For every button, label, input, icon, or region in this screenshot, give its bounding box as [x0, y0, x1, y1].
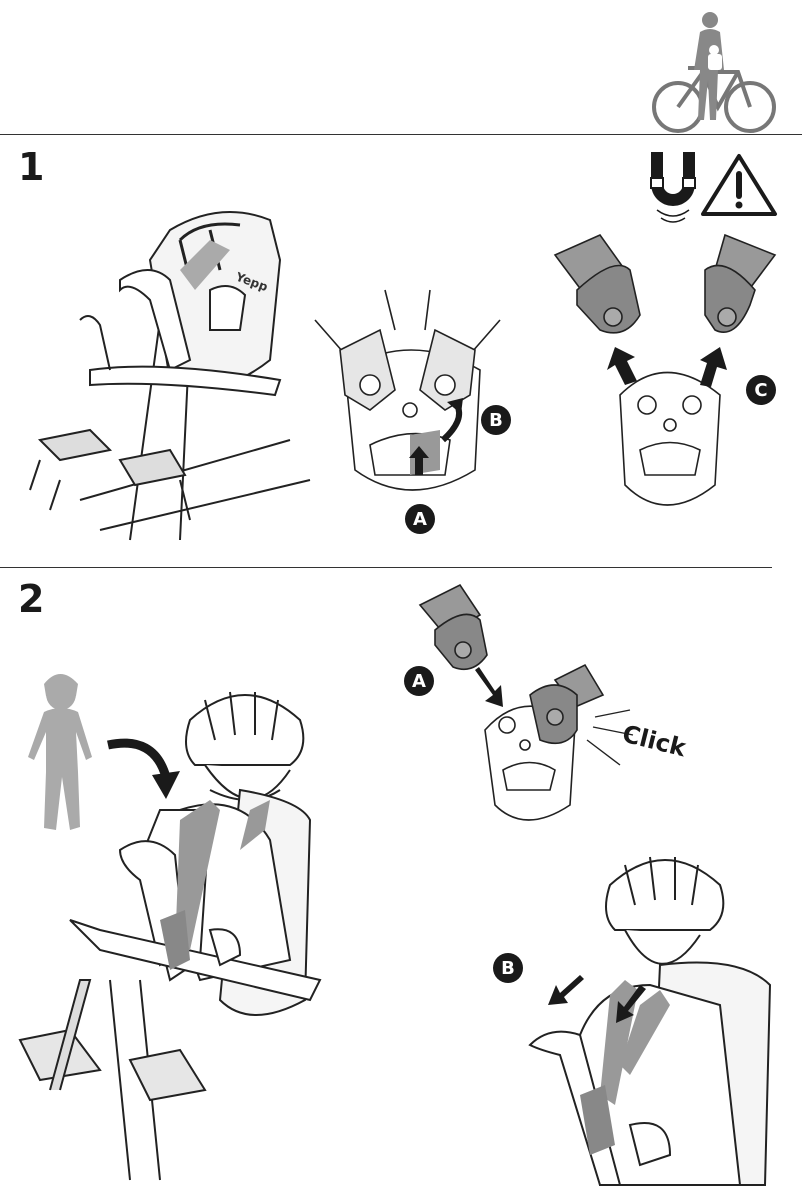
callout-1-c: C: [746, 375, 776, 405]
callout-2-b: B: [493, 953, 523, 983]
seat-on-bike-illustration: Yepp: [29, 211, 311, 541]
buckle-insert-diagram: [418, 583, 634, 821]
callout-2-a: A: [404, 666, 434, 696]
buckle-tongues-removed-diagram: [553, 233, 777, 506]
step-divider: [0, 567, 772, 568]
bicycle-rider-child-seat-icon: [652, 12, 776, 133]
child-silhouette-icon: [28, 674, 92, 830]
child-straps-illustration: [528, 856, 772, 1186]
warning-triangle-icon: [701, 154, 777, 216]
header-divider: [0, 134, 802, 135]
callout-1-a: A: [405, 504, 435, 534]
callout-1-b: B: [481, 405, 511, 435]
child-in-seat-illustration: [18, 691, 322, 1181]
place-child-arrow-icon: [107, 738, 180, 799]
buckle-release-diagram: [314, 289, 501, 491]
step-1-number: 1: [18, 145, 45, 189]
step-2-number: 2: [18, 577, 45, 621]
magnet-icon: [650, 152, 696, 223]
